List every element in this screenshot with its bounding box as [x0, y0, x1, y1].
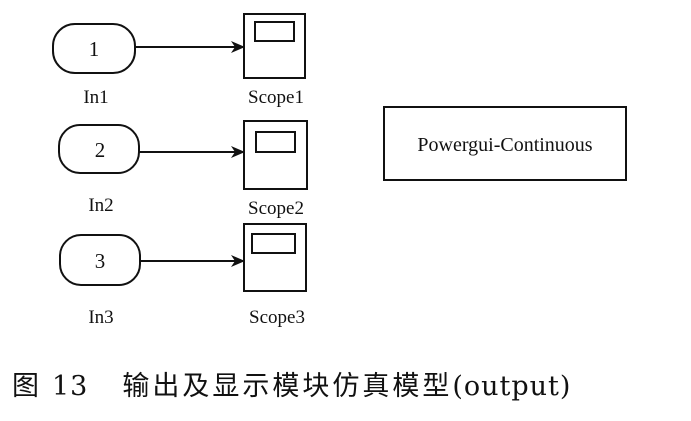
inport-number: 1 — [89, 37, 100, 61]
inport-number: 3 — [95, 249, 106, 273]
inport-block-2[interactable]: 2 — [58, 124, 140, 174]
scope-label: Scope1 — [248, 87, 304, 108]
scope-block-3[interactable] — [243, 223, 307, 292]
figure-caption: 图 13 输出及显示模块仿真模型(output) — [12, 364, 571, 403]
powergui-label: Powergui-Continuous — [417, 134, 592, 156]
inport-label: In1 — [83, 87, 108, 108]
scope-label: Scope2 — [248, 198, 304, 219]
powergui-block[interactable]: Powergui-Continuous — [383, 106, 627, 181]
scope-screen-icon — [255, 131, 296, 153]
inport-number: 2 — [95, 138, 106, 162]
inport-block-3[interactable]: 3 — [59, 234, 141, 286]
caption-title-en: (output) — [452, 371, 572, 402]
scope-block-1[interactable] — [243, 13, 306, 79]
scope-block-2[interactable] — [243, 120, 308, 190]
scope-screen-icon — [254, 21, 295, 42]
inport-label: In2 — [88, 195, 113, 216]
caption-title: 输出及显示模块仿真模型 — [122, 371, 453, 402]
caption-number: 13 — [52, 371, 89, 402]
caption-prefix: 图 — [12, 371, 42, 402]
inport-block-1[interactable]: 1 — [52, 23, 136, 74]
scope-label: Scope3 — [249, 307, 305, 328]
inport-label: In3 — [88, 307, 113, 328]
scope-screen-icon — [251, 233, 296, 254]
